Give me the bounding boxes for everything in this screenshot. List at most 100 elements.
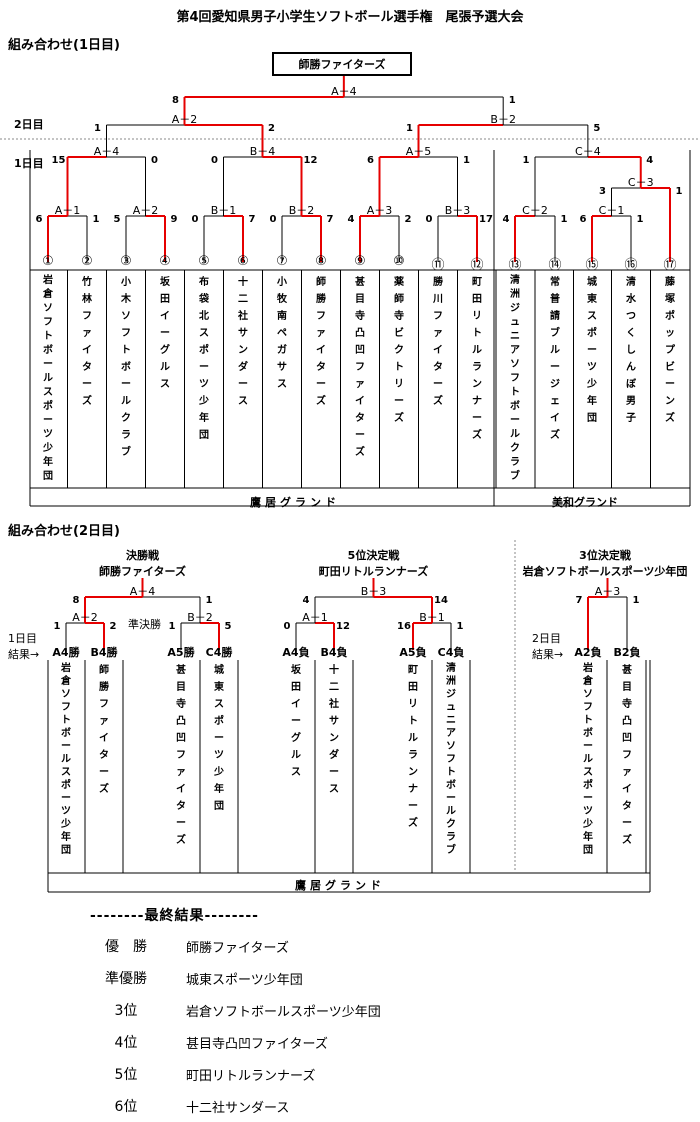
result-team-1: 師勝ファイターズ — [186, 941, 289, 956]
slot-6-name: 十二社サンダース — [329, 665, 339, 795]
first-round-7-score-left: 4 — [502, 214, 510, 225]
team-2-name: 竹林ファイターズ — [82, 277, 92, 407]
result-rank-5: 5位 — [114, 1067, 138, 1083]
group-2-title: 5位決定戦 — [347, 549, 400, 562]
slot-8-name: 清洲ジュニアソフトボールクラブ — [446, 663, 456, 856]
d2-fifth-a-label: A－1 — [302, 611, 328, 624]
result-team-3: 岩倉ソフトボールスポーツ少年団 — [186, 1005, 381, 1020]
d2-semi-b-score-left: 1 — [168, 621, 176, 632]
team-14-name: 常普請ブルージェイズ — [550, 277, 560, 441]
group-2-winner: 町田リトルランナーズ — [318, 565, 429, 578]
first-round-3-score-right: 7 — [248, 214, 256, 225]
team-4-name: 坂田イーグルス — [160, 277, 170, 390]
d2-fifth-b-label: B－1 — [419, 611, 445, 624]
slot-3-tag: A5勝 — [167, 646, 195, 659]
result-team-6: 十二社サンダース — [186, 1101, 290, 1116]
team-11-name: 勝川ファイターズ — [433, 277, 443, 407]
slot-10-name: 甚目寺凸凹ファイターズ — [622, 665, 632, 846]
result-team-4: 甚目寺凸凹ファイターズ — [186, 1037, 328, 1052]
venue-a: 鷹居グランド — [250, 496, 340, 509]
team-1-name: 岩倉ソフトボールスポーツ少年団 — [43, 275, 53, 482]
d2-third-score-left: 7 — [575, 595, 583, 606]
semi-2-score-left: 1 — [406, 123, 413, 134]
first-round-6-score-right: 17 — [479, 214, 493, 225]
team-2-number: ② — [81, 254, 93, 269]
first-round-6-label: B－3 — [444, 204, 471, 217]
d2-third-score-right: 1 — [632, 595, 640, 606]
team-17-number: ⑰ — [663, 258, 677, 273]
final-label: A－4 — [331, 85, 357, 98]
slot-7-tag: A5負 — [399, 646, 427, 659]
slot-3-name: 甚目寺凸凹ファイターズ — [176, 665, 186, 846]
group-3-winner: 岩倉ソフトボールスポーツ少年団 — [522, 565, 688, 578]
team-8-name: 師勝ファイターズ — [316, 277, 326, 407]
team-7-name: 小牧南ペガサス — [277, 277, 287, 390]
first-round-3-score-left: 0 — [191, 214, 199, 225]
team-13-number: ⑬ — [508, 258, 522, 273]
d2-fifth-score-left: 4 — [302, 595, 310, 606]
quarter-2-score-left: 0 — [211, 155, 218, 166]
d2-fifth-score-right: 14 — [434, 595, 448, 606]
result-team-2: 城東スポーツ少年団 — [186, 973, 303, 988]
team-12-number: ⑫ — [470, 258, 484, 273]
result-day1-label: 1日目 結果→ — [8, 632, 40, 661]
quarter-3-label: A－5 — [405, 145, 432, 158]
quarter-1-score-right: 0 — [151, 155, 158, 166]
d2-third-label: A－3 — [594, 585, 621, 598]
first-round-7-label: C－2 — [522, 204, 548, 217]
first-round-4-score-left: 0 — [269, 214, 277, 225]
slot-9-tag: A2負 — [574, 646, 602, 659]
venue-b: 美和グランド — [552, 496, 618, 509]
semi-1-label: A－2 — [171, 113, 198, 126]
slot-5-tag: A4負 — [282, 646, 310, 659]
d2-semi-a-score-left: 1 — [53, 621, 61, 632]
slot-2-tag: B4勝 — [90, 646, 118, 659]
first-round-4-score-right: 7 — [326, 214, 334, 225]
result-rank-2: 準優勝 — [105, 971, 147, 987]
day2-venue: 鷹居グランド — [295, 879, 385, 892]
team-10-number: ⑩ — [393, 254, 405, 269]
first-round-6-score-left: 0 — [425, 214, 433, 225]
semi-1-score-right: 2 — [268, 123, 275, 134]
quarter-1-score-left: 15 — [51, 155, 66, 166]
team-9-number: ⑨ — [354, 254, 366, 269]
slot-4-name: 城東スポーツ少年団 — [214, 665, 224, 812]
team-1-number: ① — [42, 254, 54, 269]
day1-heading: 組み合わせ(1日目) — [8, 38, 120, 53]
d2-semi-b-score-right: 5 — [224, 621, 232, 632]
result-rank-3: 3位 — [114, 1003, 138, 1019]
first-round-1-score-left: 6 — [35, 214, 43, 225]
team-3-number: ③ — [120, 254, 132, 269]
first-round-3-label: B－1 — [210, 204, 237, 217]
c3-match-score-left: 3 — [599, 186, 606, 197]
d2-semi-a-label: A－2 — [72, 611, 98, 624]
team-13-name: 清洲ジュニアソフトボールクラブ — [510, 275, 520, 482]
team-6-name: 十二社サンダース — [238, 277, 248, 407]
d2-final-score-right: 1 — [205, 595, 213, 606]
slot-4-tag: C4勝 — [205, 646, 233, 659]
result-rank-1: 優 勝 — [105, 939, 147, 955]
first-round-2-score-right: 9 — [170, 214, 178, 225]
slot-5-name: 坂田イーグルス — [291, 665, 301, 778]
semi-2-score-right: 5 — [593, 123, 601, 134]
d2-fifth-b-score-right: 1 — [456, 621, 464, 632]
final-score-left: 8 — [172, 95, 179, 106]
quarter-2-label: B－4 — [249, 145, 276, 158]
day1-label: 1日目 — [14, 157, 44, 170]
team-5-name: 布袋北スポーツ少年団 — [199, 277, 209, 441]
final-results-heading: --------最終結果-------- — [90, 908, 259, 924]
team-9-name: 甚目寺凸凹ファイターズ — [355, 277, 365, 458]
c3-match-score-right: 1 — [675, 186, 683, 197]
d2-fifth-a-score-left: 0 — [283, 621, 291, 632]
first-round-7-score-right: 1 — [560, 214, 568, 225]
first-round-8-score-left: 6 — [579, 214, 587, 225]
d2-semi-b-label: B－2 — [187, 611, 213, 624]
team-3-name: 小木ソフトボールクラブ — [121, 277, 131, 458]
semi-final-label: 準決勝 — [128, 618, 161, 631]
first-round-8-score-right: 1 — [636, 214, 644, 225]
quarter-2-score-right: 12 — [303, 155, 318, 166]
first-round-1-score-right: 1 — [92, 214, 100, 225]
semi-2-label: B－2 — [490, 113, 516, 126]
team-14-number: ⑭ — [548, 258, 562, 273]
